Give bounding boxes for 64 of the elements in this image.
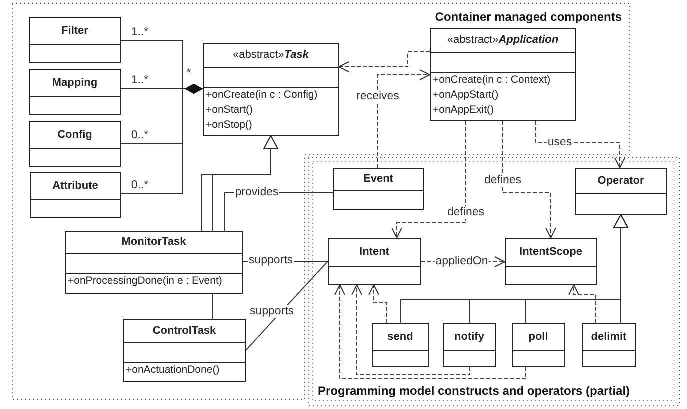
dependency-arrow — [392, 120, 466, 238]
class-box — [430, 28, 576, 121]
inheritance-arrow — [614, 214, 628, 324]
class-name: ControlTask — [152, 324, 216, 339]
dependency-arrow — [338, 52, 430, 72]
multiplicity-label: 1..* — [130, 26, 150, 40]
method-text: +onStart() — [206, 103, 254, 118]
edge-label: defines — [483, 174, 523, 188]
association-line — [212, 294, 214, 320]
class-box — [333, 168, 424, 210]
edge-label: appliedOn — [434, 256, 490, 268]
class-box — [372, 323, 429, 367]
dependency-arrow — [568, 284, 596, 324]
class-box — [123, 319, 246, 382]
edge-label: defines — [446, 206, 486, 220]
class-name: Attribute — [52, 178, 98, 194]
edge-label: receives — [356, 90, 400, 104]
class-box — [29, 17, 121, 63]
class-name: send — [388, 330, 414, 345]
class-box — [443, 323, 496, 367]
class-name: MonitorTask — [122, 235, 186, 250]
multiplicity-label: 0..* — [130, 130, 150, 142]
dependency-arrow — [368, 284, 388, 324]
dependency-arrow — [352, 284, 470, 376]
class-name: Mapping — [52, 76, 98, 91]
class-name: Config — [58, 128, 92, 143]
multiplicity-label: 1..* — [130, 74, 150, 88]
method-text: +onCreate(in c : Config) — [206, 88, 319, 103]
region-title: Container managed components — [435, 9, 622, 26]
class-box — [65, 231, 243, 294]
class-box — [328, 238, 421, 285]
class-name: IntentScope — [520, 245, 582, 260]
dependency-arrow — [378, 70, 430, 168]
dependency-arrow — [502, 120, 556, 238]
multiplicity-label: 0..* — [130, 180, 150, 192]
class-box — [203, 43, 339, 136]
class-name: Intent — [360, 245, 390, 260]
method-text: +onStop() — [206, 118, 254, 133]
composition-line — [120, 84, 204, 194]
class-name: Event — [364, 172, 394, 188]
class-name: «abstract»Application — [447, 33, 559, 48]
method-text: +onAppExit() — [433, 103, 495, 118]
class-name: «abstract»Task — [232, 48, 310, 64]
method-text: +onProcessingDone(in e : Event) — [68, 274, 224, 289]
class-box — [30, 172, 121, 218]
edge-label: supports — [248, 306, 296, 318]
method-text: +onAppStart() — [433, 88, 500, 103]
method-text: +onActuationDone() — [126, 363, 221, 378]
class-box — [575, 168, 667, 215]
class-box — [512, 323, 565, 367]
edge-label: provides — [234, 186, 280, 200]
region-title: Programming model constructs and operators (partial) — [318, 383, 630, 400]
method-text: +onCreate(in c : Context) — [433, 73, 552, 88]
class-name: poll — [528, 330, 548, 345]
class-name: notify — [454, 330, 484, 345]
dependency-arrow — [334, 284, 526, 380]
class-name: delimit — [591, 330, 627, 345]
class-name: Filter — [62, 24, 88, 39]
class-box — [29, 69, 121, 115]
class-box — [505, 238, 597, 285]
class-box — [29, 121, 121, 167]
multiplicity-label: * — [186, 66, 192, 82]
class-box — [582, 323, 636, 367]
class-name: Operator — [598, 174, 644, 189]
